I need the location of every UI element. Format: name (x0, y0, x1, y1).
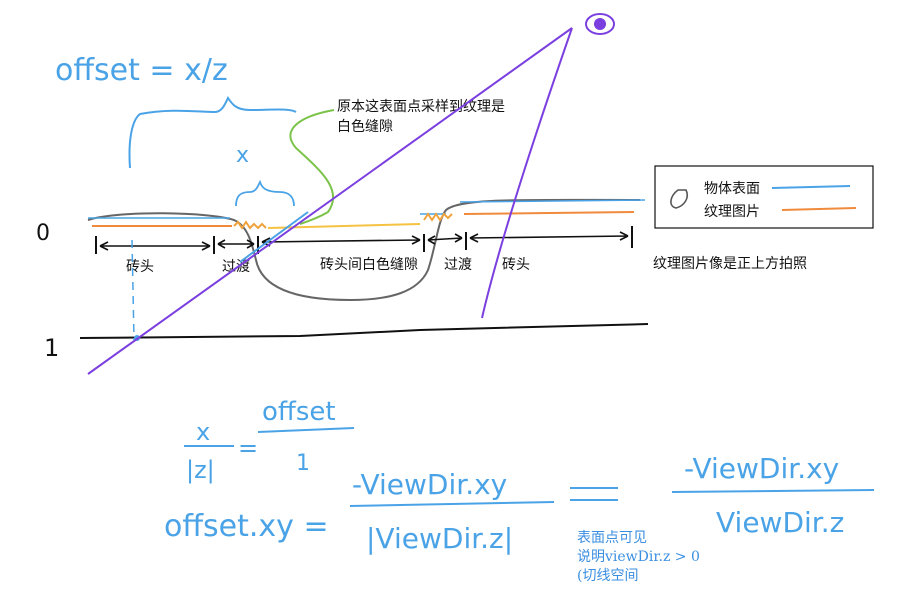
eye-icon (585, 13, 615, 35)
segment-label-brick-left: 砖头 (126, 259, 154, 275)
offset-lhs: offset.xy = (164, 509, 329, 544)
texture-line (92, 211, 635, 227)
fraction2-numerator: -ViewDir.xy (684, 452, 839, 485)
small-brace (235, 179, 295, 207)
legend-item-surface: 物体表面 (704, 181, 760, 197)
x-label: x (236, 143, 249, 168)
depth-line (79, 323, 649, 339)
ratio-left-denominator: |z| (186, 456, 215, 484)
offset-equation: offset.xy = -ViewDir.xy |ViewDir.z| -Vie… (164, 452, 875, 555)
callout-connector (289, 109, 335, 225)
depth-label: 1 (44, 334, 59, 362)
surface-line (88, 199, 646, 219)
note-line-3: (切线空间 (577, 568, 638, 584)
origin-label: 0 (36, 221, 50, 246)
offset-formula: offset = x/z (55, 53, 228, 88)
fraction2-denominator: ViewDir.z (716, 506, 844, 539)
ratio-right-denominator: 1 (296, 451, 310, 476)
segment-label-transition-right: 过渡 (444, 257, 472, 273)
segment-arrows (99, 231, 629, 251)
view-ray-steep (481, 27, 573, 319)
transition-zone-left (233, 220, 267, 230)
texture-photo-note: 纹理图片像是正上方拍照 (653, 256, 807, 272)
legend-item-texture: 纹理图片 (704, 204, 760, 220)
ratio-left-numerator: x (196, 418, 210, 446)
segment-label-gap: 砖头间白色缝隙 (320, 256, 418, 273)
ratio-equals: = (238, 434, 258, 462)
ratio-right-numerator: offset (262, 397, 336, 427)
ratio-equation: x |z| = offset 1 (184, 397, 355, 484)
object-outline (87, 198, 641, 302)
fraction1-denominator: |ViewDir.z| (366, 522, 513, 555)
legend: 物体表面 纹理图片 (654, 165, 874, 229)
surface-ray-segment (239, 211, 309, 263)
legend-box (654, 165, 874, 229)
callout-line-2: 白色缝隙 (337, 118, 393, 135)
legend-swatch-texture (781, 207, 857, 211)
legend-outline-icon (670, 189, 689, 209)
legend-swatch-surface (771, 185, 851, 189)
x-brace (128, 96, 297, 169)
projection-line (131, 239, 135, 341)
view-ray (87, 27, 573, 375)
note-line-1: 表面点可见 (577, 530, 647, 546)
note-line-2: 说明viewDir.z > 0 (577, 549, 700, 565)
callout-line-1: 原本这表面点采样到纹理是 (337, 98, 505, 115)
transition-zone-right (423, 212, 453, 222)
segment-label-brick-right: 砖头 (502, 257, 530, 273)
segment-ticks (95, 226, 633, 254)
fraction1-numerator: -ViewDir.xy (352, 468, 507, 501)
